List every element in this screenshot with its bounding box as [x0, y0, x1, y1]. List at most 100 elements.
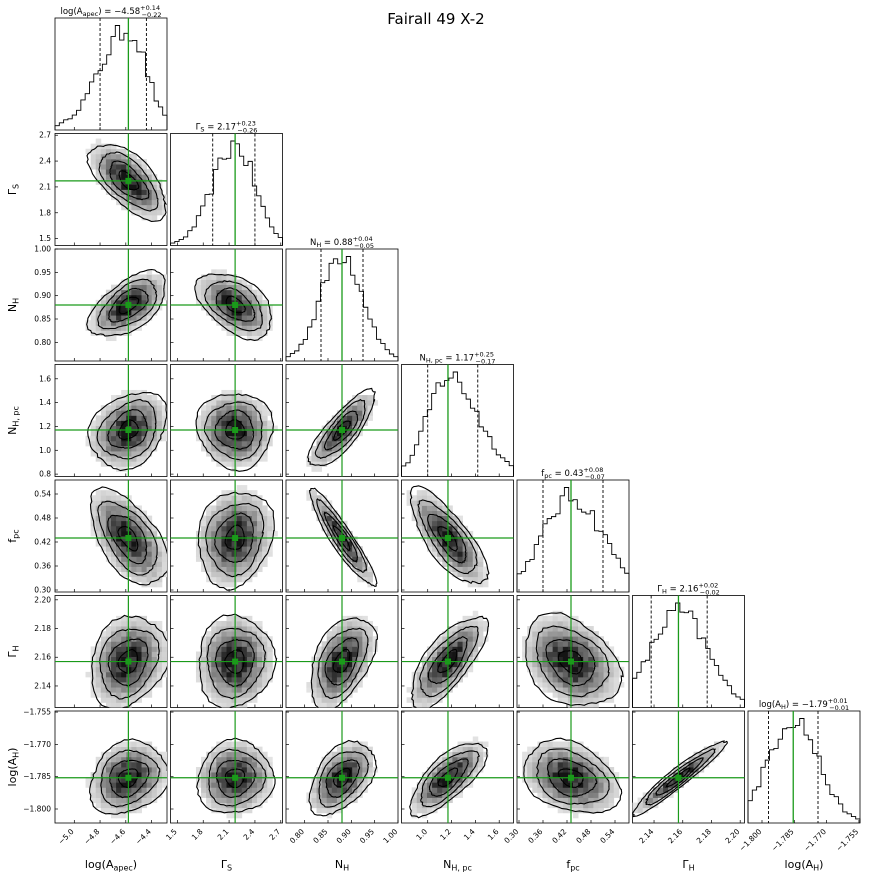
contour-line — [557, 650, 584, 675]
density-bin — [95, 782, 102, 788]
density-bin — [257, 520, 263, 527]
density-bin — [598, 661, 604, 668]
density-bin — [116, 199, 122, 206]
density-bin — [342, 530, 348, 537]
density-bin — [236, 751, 243, 758]
density-bin — [241, 485, 248, 491]
density-bin — [578, 671, 584, 678]
contour-line — [546, 758, 598, 798]
contour-line — [196, 737, 276, 814]
density-bin — [246, 495, 253, 501]
density-bin — [111, 656, 117, 663]
density-bin — [226, 576, 232, 583]
density-bin — [136, 741, 142, 748]
density-bin — [357, 787, 363, 793]
density-bin — [90, 782, 97, 788]
density-bin — [583, 802, 589, 809]
density-bin — [216, 456, 222, 462]
density-bin — [452, 520, 458, 527]
density-bin — [262, 430, 268, 437]
density-bin — [598, 671, 604, 678]
density-bin — [542, 797, 548, 804]
density-bin — [226, 546, 232, 552]
density-bin — [226, 556, 232, 562]
density-bin — [442, 546, 448, 552]
density-bin — [352, 536, 358, 542]
density-bin — [156, 571, 163, 578]
density-bin — [116, 666, 122, 673]
density-bin — [231, 320, 238, 326]
density-bin — [663, 787, 669, 793]
density-bin — [547, 682, 554, 688]
density-bin — [241, 756, 248, 763]
density-bin — [100, 310, 107, 316]
density-bin — [136, 299, 142, 306]
density-bin — [151, 530, 158, 537]
density-bin — [557, 797, 564, 804]
density-bin — [136, 767, 142, 773]
density-bin — [583, 746, 589, 753]
density-bin — [573, 697, 579, 703]
contour-line — [99, 628, 160, 700]
density-bin — [326, 772, 333, 778]
density-bin — [437, 687, 443, 693]
density-bin — [583, 656, 589, 663]
density-bin — [457, 536, 463, 542]
density-bin — [578, 756, 584, 763]
density-bin — [121, 702, 127, 708]
density-bin — [442, 787, 448, 793]
density-bin — [90, 435, 97, 442]
density-bin — [573, 646, 579, 652]
density-bin — [201, 445, 207, 452]
density-4-3 — [401, 480, 514, 592]
density-bin — [141, 525, 148, 532]
density-bin — [111, 772, 117, 778]
density-bin — [131, 651, 137, 657]
density-area — [286, 595, 398, 708]
contour-line — [324, 637, 359, 686]
density-bin — [326, 787, 333, 793]
density-bin — [311, 661, 317, 668]
density-bin — [357, 761, 363, 768]
density-bin — [257, 546, 263, 552]
density-bin — [105, 646, 112, 652]
density-bin — [221, 420, 227, 426]
density-area — [170, 364, 283, 477]
density-bin — [216, 410, 222, 416]
density-bin — [236, 576, 243, 583]
density-bin — [557, 651, 564, 657]
density-bin — [578, 646, 584, 652]
density-bin — [352, 671, 358, 678]
density-bin — [100, 687, 107, 693]
density-bin — [236, 615, 243, 622]
density-bin — [578, 687, 584, 693]
density-bin — [251, 682, 258, 688]
contour-line — [224, 649, 245, 675]
density-bin — [342, 651, 348, 657]
density-bin — [136, 389, 142, 396]
density-bin — [156, 199, 163, 206]
density-bin — [141, 199, 148, 206]
density-bin — [131, 551, 137, 557]
density-bin — [90, 451, 97, 457]
contour-line — [523, 737, 623, 814]
density-bin — [437, 656, 443, 663]
density-bin — [136, 671, 142, 678]
density-bin — [257, 405, 263, 411]
density-bin — [262, 305, 268, 311]
density-bin — [111, 676, 117, 683]
density-bin — [136, 274, 142, 280]
density-bin — [608, 682, 615, 688]
density-bin — [593, 702, 599, 708]
density-bin — [477, 641, 484, 647]
density-bin — [241, 510, 248, 517]
density-bin — [708, 751, 715, 758]
density-bin — [195, 661, 202, 668]
density-bin — [156, 294, 163, 301]
density-bin — [131, 410, 137, 416]
density-area — [55, 480, 167, 592]
density-bin — [95, 787, 102, 793]
density-bin — [467, 767, 474, 773]
density-bin — [462, 576, 469, 583]
density-bin — [262, 671, 268, 678]
